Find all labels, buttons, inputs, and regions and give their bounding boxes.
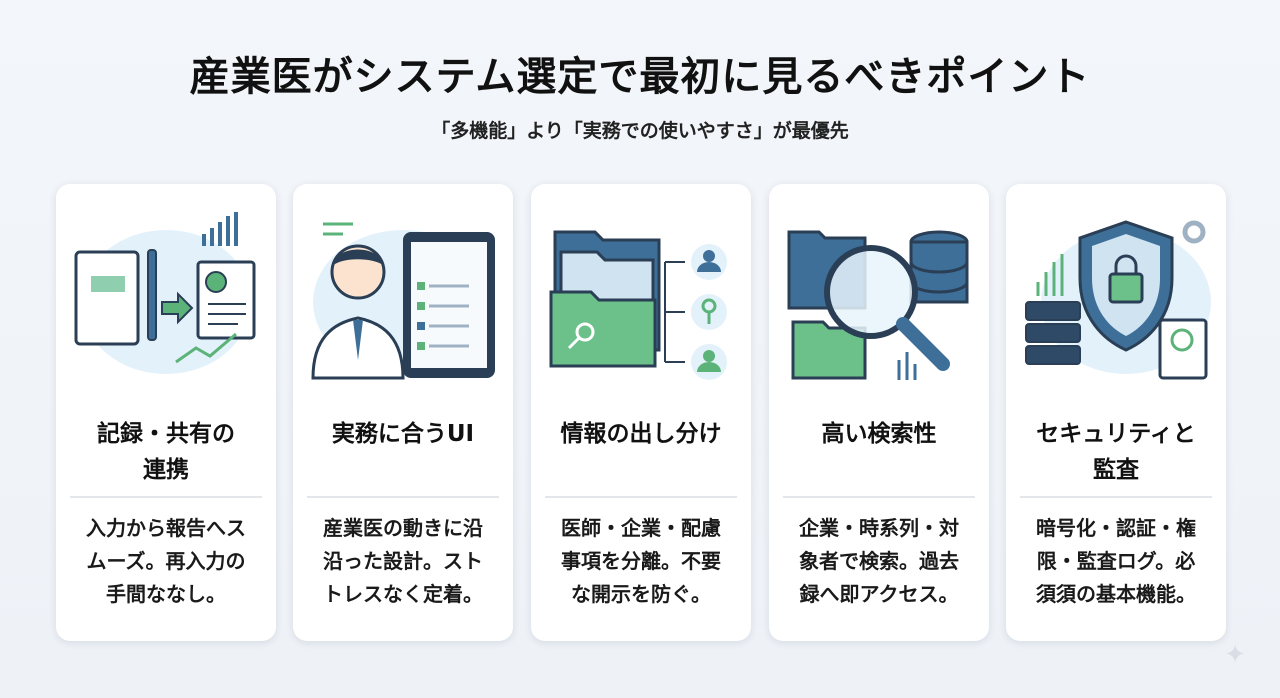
doctor-tablet-icon [311,222,495,380]
card-description: 医師・企業・配慮事項を分離。不要な開示を防ぐ。 [561,516,721,606]
card-title: 情報の出し分け [560,421,722,447]
page-title: 産業医がシステム選定で最初に見るべきポイント [189,54,1091,100]
divider [307,496,499,498]
card-record-sharing: 記録・共有の連携 入力から報告へスムーズ。再入力の手間ななし。 [56,184,276,641]
shield-lock-server-icon [1025,220,1211,380]
card-searchability: 高い検索性 企業・時系列・対象者で検索。過去録へ即アクセス。 [769,184,989,641]
card-description: 企業・時系列・対象者で検索。過去録へ即アクセス。 [799,516,959,606]
card-description: 入力から報告へスムーズ。再入力の手間ななし。 [86,516,246,606]
card-title: 高い検索性 [821,421,937,447]
card-title: セキュリティと監査 [1036,421,1196,483]
card-title: 実務に合うUI [331,421,475,447]
folders-keys-users-icon [549,230,727,380]
card-title: 記録・共有の連携 [97,421,235,483]
card-description: 暗号化・認証・権限・監査ログ。必須須の基本機能。 [1036,516,1196,606]
divider [70,496,262,498]
card-security-audit: セキュリティと監査 暗号化・認証・権限・監査ログ。必須須の基本機能。 [1006,184,1226,641]
divider [545,496,737,498]
card-info-separation: 情報の出し分け 医師・企業・配慮事項を分離。不要な開示を防ぐ。 [531,184,751,641]
card-description: 産業医の動きに沿沿った設計。ストトレスなく定着。 [323,516,483,606]
sparkle-icon: ✦ [1224,640,1246,670]
magnifier-database-icon [787,230,969,380]
page-subtitle: 「多機能」より「実務での使いやすさ」が最優先 [431,120,849,142]
notebook-to-report-icon [74,212,256,374]
divider [783,496,975,498]
divider [1020,496,1212,498]
card-practical-ui: 実務に合うUI 産業医の動きに沿沿った設計。ストトレスなく定着。 [293,184,513,641]
